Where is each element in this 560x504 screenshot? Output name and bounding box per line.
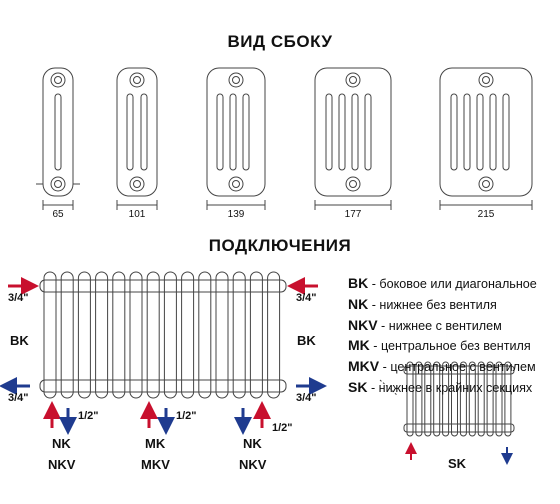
radiator-section <box>43 271 57 399</box>
legend-item-sk: SK - нижнее в крайних секциях <box>348 378 533 395</box>
radiator-section <box>249 271 263 399</box>
radiator-section <box>129 271 143 399</box>
legend-item-bk: BK - боковое или диагональное <box>348 275 537 291</box>
radiator-section <box>77 271 91 399</box>
width-215-label: 215 <box>477 209 495 220</box>
width-65-label: 65 <box>52 209 64 220</box>
right-bk-label: BK <box>297 333 316 348</box>
left-bk-label: BK <box>10 333 29 348</box>
legend-item-nk: NK - нижнее без вентиля <box>348 295 497 312</box>
legend-item-mkv: MKV - центральное с вентилем <box>348 358 536 375</box>
side-view-profiles <box>36 67 533 210</box>
connection-legend: BK - боковое или диагональное NK - нижне… <box>348 274 537 399</box>
radiator-section <box>433 361 441 437</box>
radiator-section <box>95 271 109 399</box>
radiator-section <box>459 361 467 437</box>
radiator-section <box>451 361 458 437</box>
radiator-section <box>112 271 126 399</box>
radiator-section <box>415 361 423 437</box>
radiator-section <box>163 271 177 399</box>
radiator-section <box>267 271 281 399</box>
radiator-section <box>486 361 494 437</box>
right-bottom-size: 3/4" <box>296 392 317 404</box>
group3-nkv: NKV <box>239 457 267 472</box>
radiator-section <box>198 271 212 399</box>
radiator-section <box>181 271 195 399</box>
radiator-section <box>504 361 512 437</box>
group2-mk: MK <box>145 436 166 451</box>
radiator-section <box>215 271 229 399</box>
group2-mkv: MKV <box>141 457 170 472</box>
sk-pointer-line <box>379 379 399 397</box>
main-radiator <box>39 271 287 399</box>
radiator-section <box>477 361 485 437</box>
sk-label: SK <box>448 456 467 471</box>
radiator-section <box>406 361 414 437</box>
half-inch-label-1: 1/2" <box>78 410 99 422</box>
width-101-label: 101 <box>128 209 146 220</box>
half-inch-label-2: 1/2" <box>176 410 197 422</box>
width-177-label: 177 <box>344 209 362 220</box>
radiator-section <box>495 361 503 437</box>
legend-item-mk: MK - центральное без вентиля <box>348 337 531 354</box>
half-inch-label-3: 1/2" <box>272 422 293 434</box>
connection-arrows <box>0 277 513 465</box>
group3-nk: NK <box>243 436 262 451</box>
side-view-title: ВИД СБОКУ <box>227 32 333 51</box>
legend-item-nkv: NKV - нижнее с вентилем <box>348 316 502 333</box>
radiator-section <box>60 271 74 399</box>
radiator-section <box>232 271 246 399</box>
radiator-section <box>146 271 160 399</box>
group1-nkv: NKV <box>48 457 76 472</box>
left-top-size: 3/4" <box>8 292 29 304</box>
connections-title: ПОДКЛЮЧЕНИЯ <box>208 236 352 255</box>
right-top-size: 3/4" <box>296 292 317 304</box>
radiator-section <box>424 361 432 437</box>
radiator-section <box>468 361 476 437</box>
left-bottom-size: 3/4" <box>8 392 29 404</box>
radiator-section <box>442 361 450 437</box>
width-139-label: 139 <box>227 209 245 220</box>
group1-nk: NK <box>52 436 71 451</box>
sk-radiator <box>403 361 515 437</box>
